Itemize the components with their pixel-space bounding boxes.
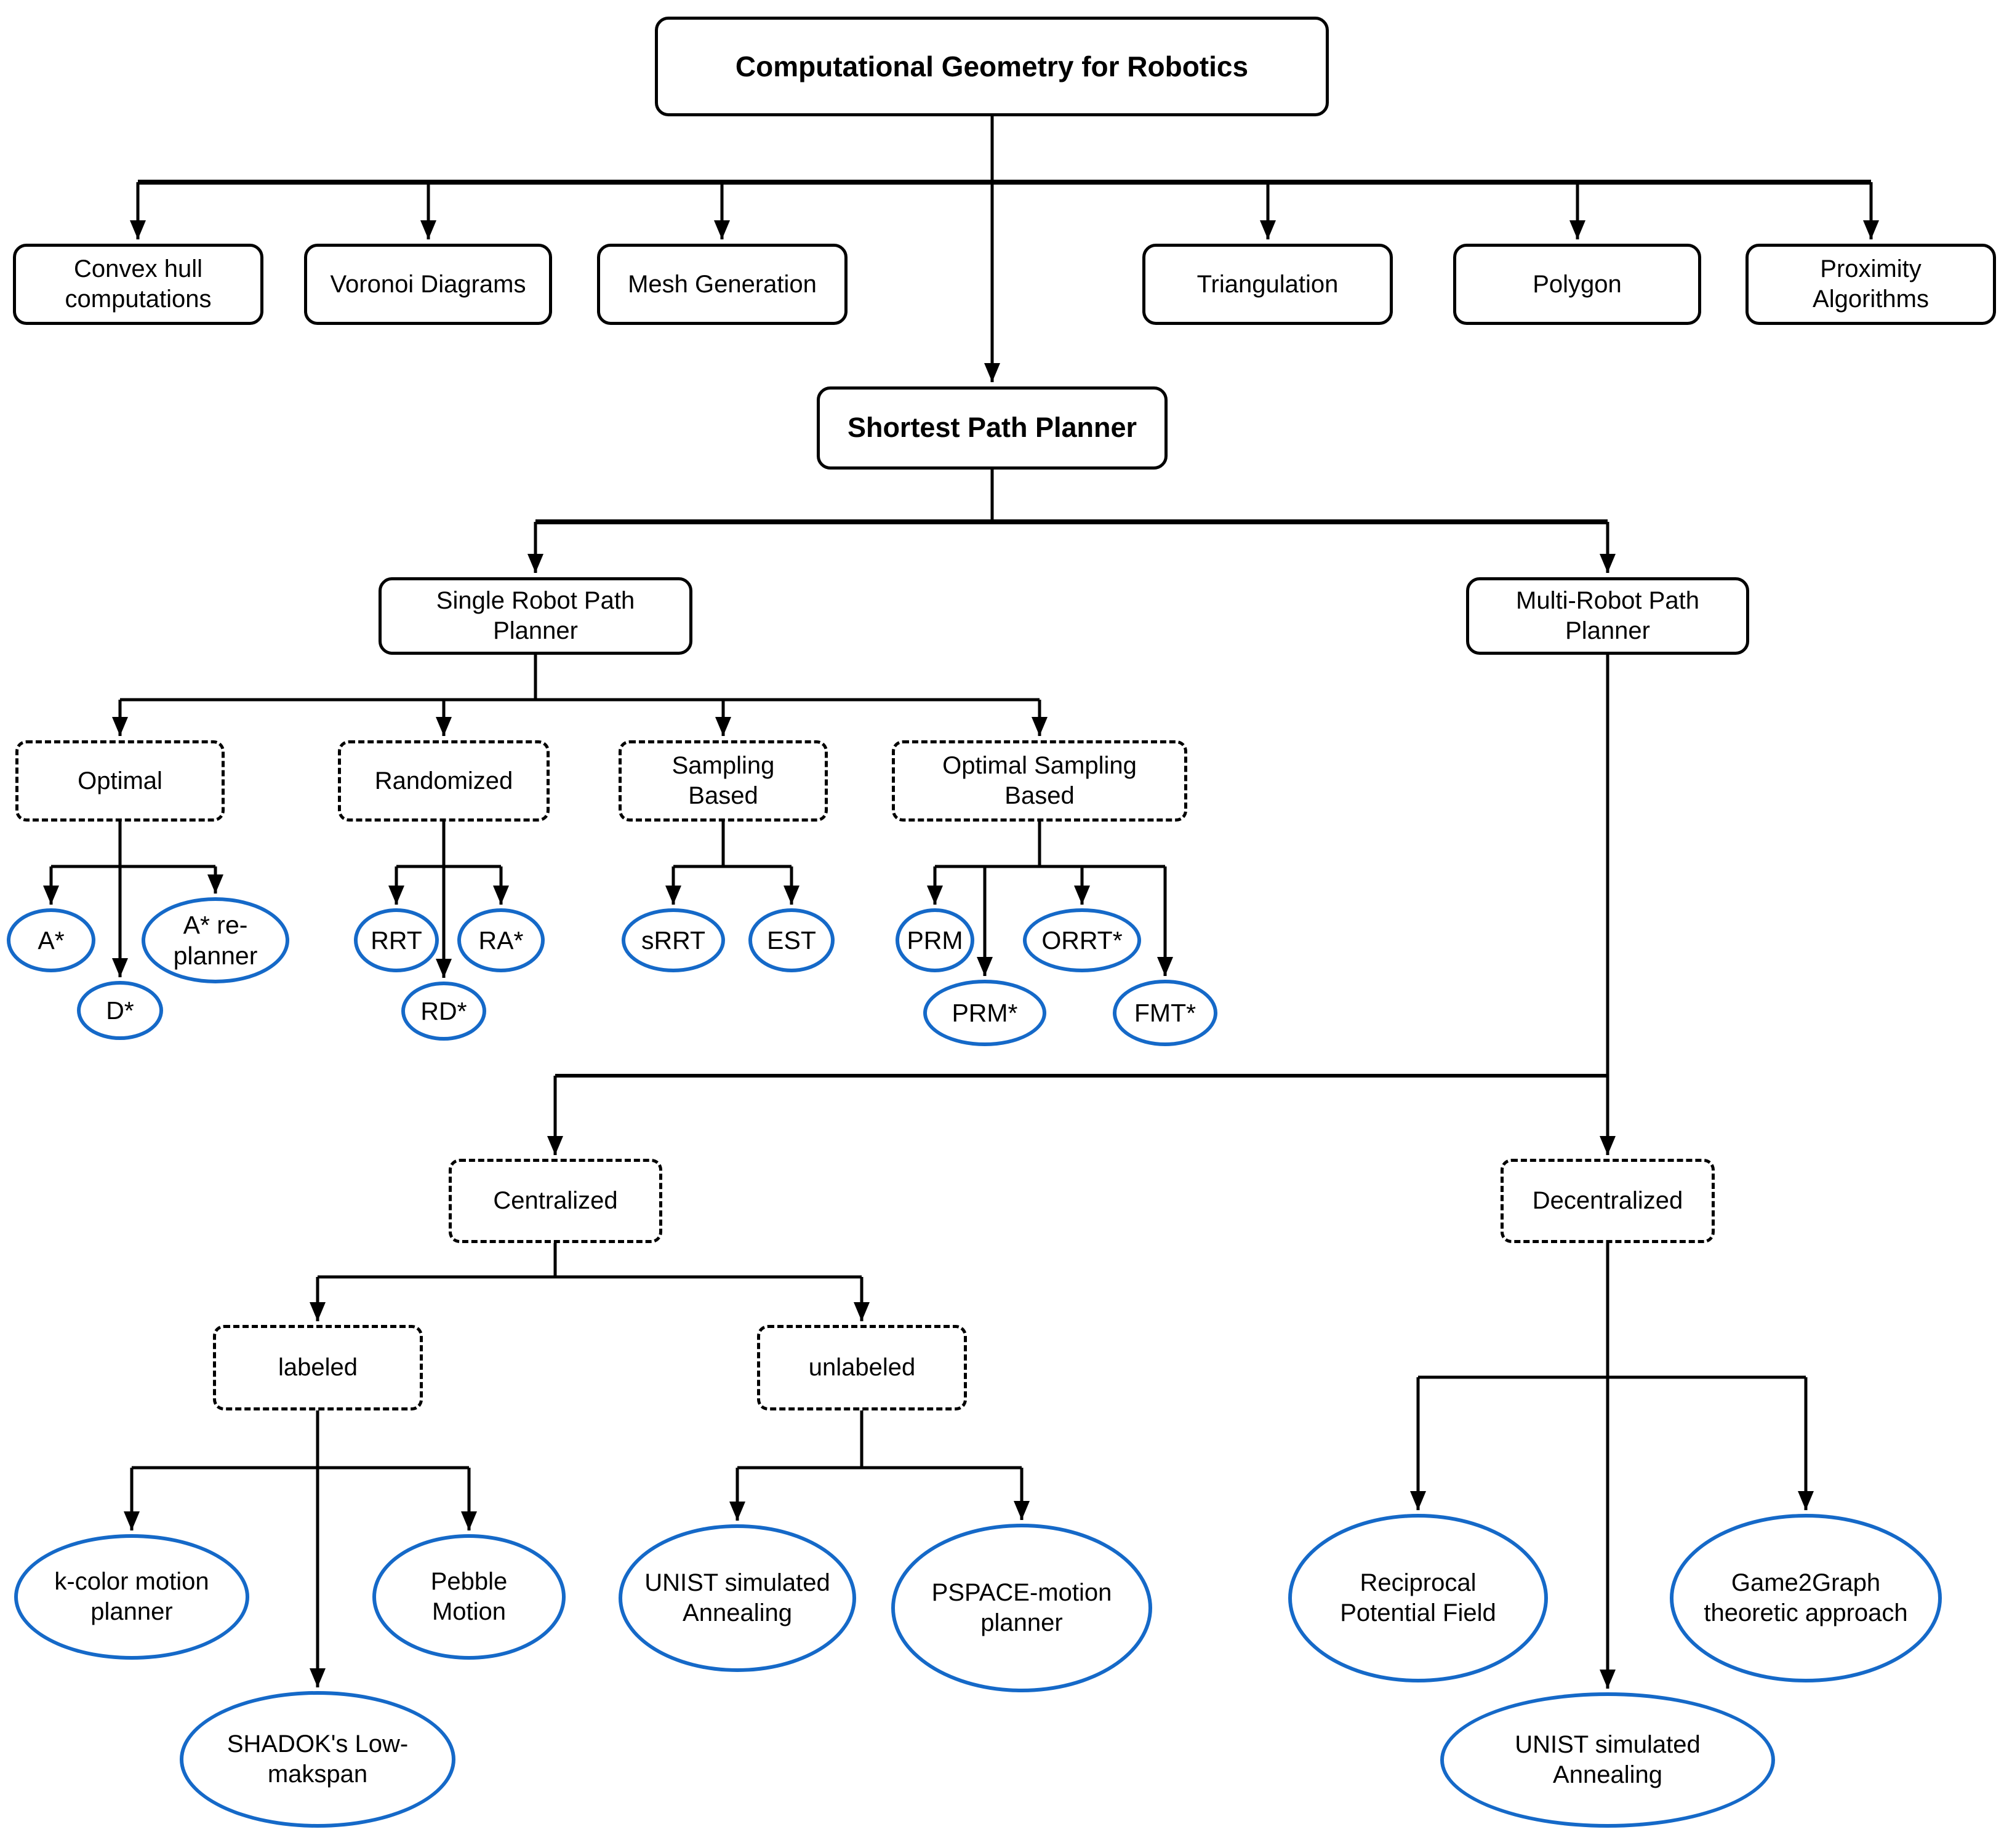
node-fmt-star: FMT* xyxy=(1113,980,1217,1046)
node-reciprocal-potential-field: Reciprocal Potential Field xyxy=(1288,1514,1548,1682)
node-multi-robot-planner: Multi-Robot Path Planner xyxy=(1466,577,1749,655)
node-decentralized: Decentralized xyxy=(1501,1159,1715,1243)
node-rd-star: RD* xyxy=(401,982,486,1041)
node-rrt: RRT xyxy=(354,908,439,972)
node-prm: PRM xyxy=(896,908,974,972)
node-est: EST xyxy=(748,908,835,972)
node-single-robot-planner: Single Robot Path Planner xyxy=(379,577,692,655)
node-ra-star: RA* xyxy=(457,908,545,972)
node-game2graph-theoretic: Game2Graph theoretic approach xyxy=(1670,1514,1942,1682)
node-optimal: Optimal xyxy=(15,740,225,822)
node-labeled: labeled xyxy=(213,1325,423,1410)
node-polygon: Polygon xyxy=(1453,244,1701,325)
node-srrt: sRRT xyxy=(622,908,725,972)
node-title: Computational Geometry for Robotics xyxy=(655,17,1329,116)
node-k-color-motion-planner: k-color motion planner xyxy=(14,1534,249,1660)
node-triangulation: Triangulation xyxy=(1142,244,1393,325)
node-proximity: Proximity Algorithms xyxy=(1745,244,1996,325)
node-prm-star: PRM* xyxy=(923,980,1046,1046)
node-sampling-based: Sampling Based xyxy=(619,740,828,822)
node-d-star: D* xyxy=(77,981,163,1040)
node-pebble-motion: Pebble Motion xyxy=(372,1534,566,1660)
node-convex-hull: Convex hull computations xyxy=(13,244,263,325)
node-orrt-star: ORRT* xyxy=(1023,908,1141,972)
node-pspace-motion-planner: PSPACE-motion planner xyxy=(891,1524,1152,1692)
node-shadok-low-makspan: SHADOK's Low-makspan xyxy=(180,1691,455,1828)
node-unist-annealing-centralized: UNIST simulated Annealing xyxy=(619,1524,856,1672)
node-a-star: A* xyxy=(7,908,95,972)
node-optimal-sampling-based: Optimal Sampling Based xyxy=(892,740,1187,822)
node-mesh: Mesh Generation xyxy=(597,244,848,325)
node-unlabeled: unlabeled xyxy=(757,1325,967,1410)
node-unist-annealing-decentralized: UNIST simulated Annealing xyxy=(1440,1692,1775,1828)
node-centralized: Centralized xyxy=(449,1159,662,1243)
node-voronoi: Voronoi Diagrams xyxy=(304,244,552,325)
node-a-star-replanner: A* re-planner xyxy=(142,897,289,983)
node-randomized: Randomized xyxy=(338,740,550,822)
node-shortest-path-planner: Shortest Path Planner xyxy=(817,386,1168,470)
